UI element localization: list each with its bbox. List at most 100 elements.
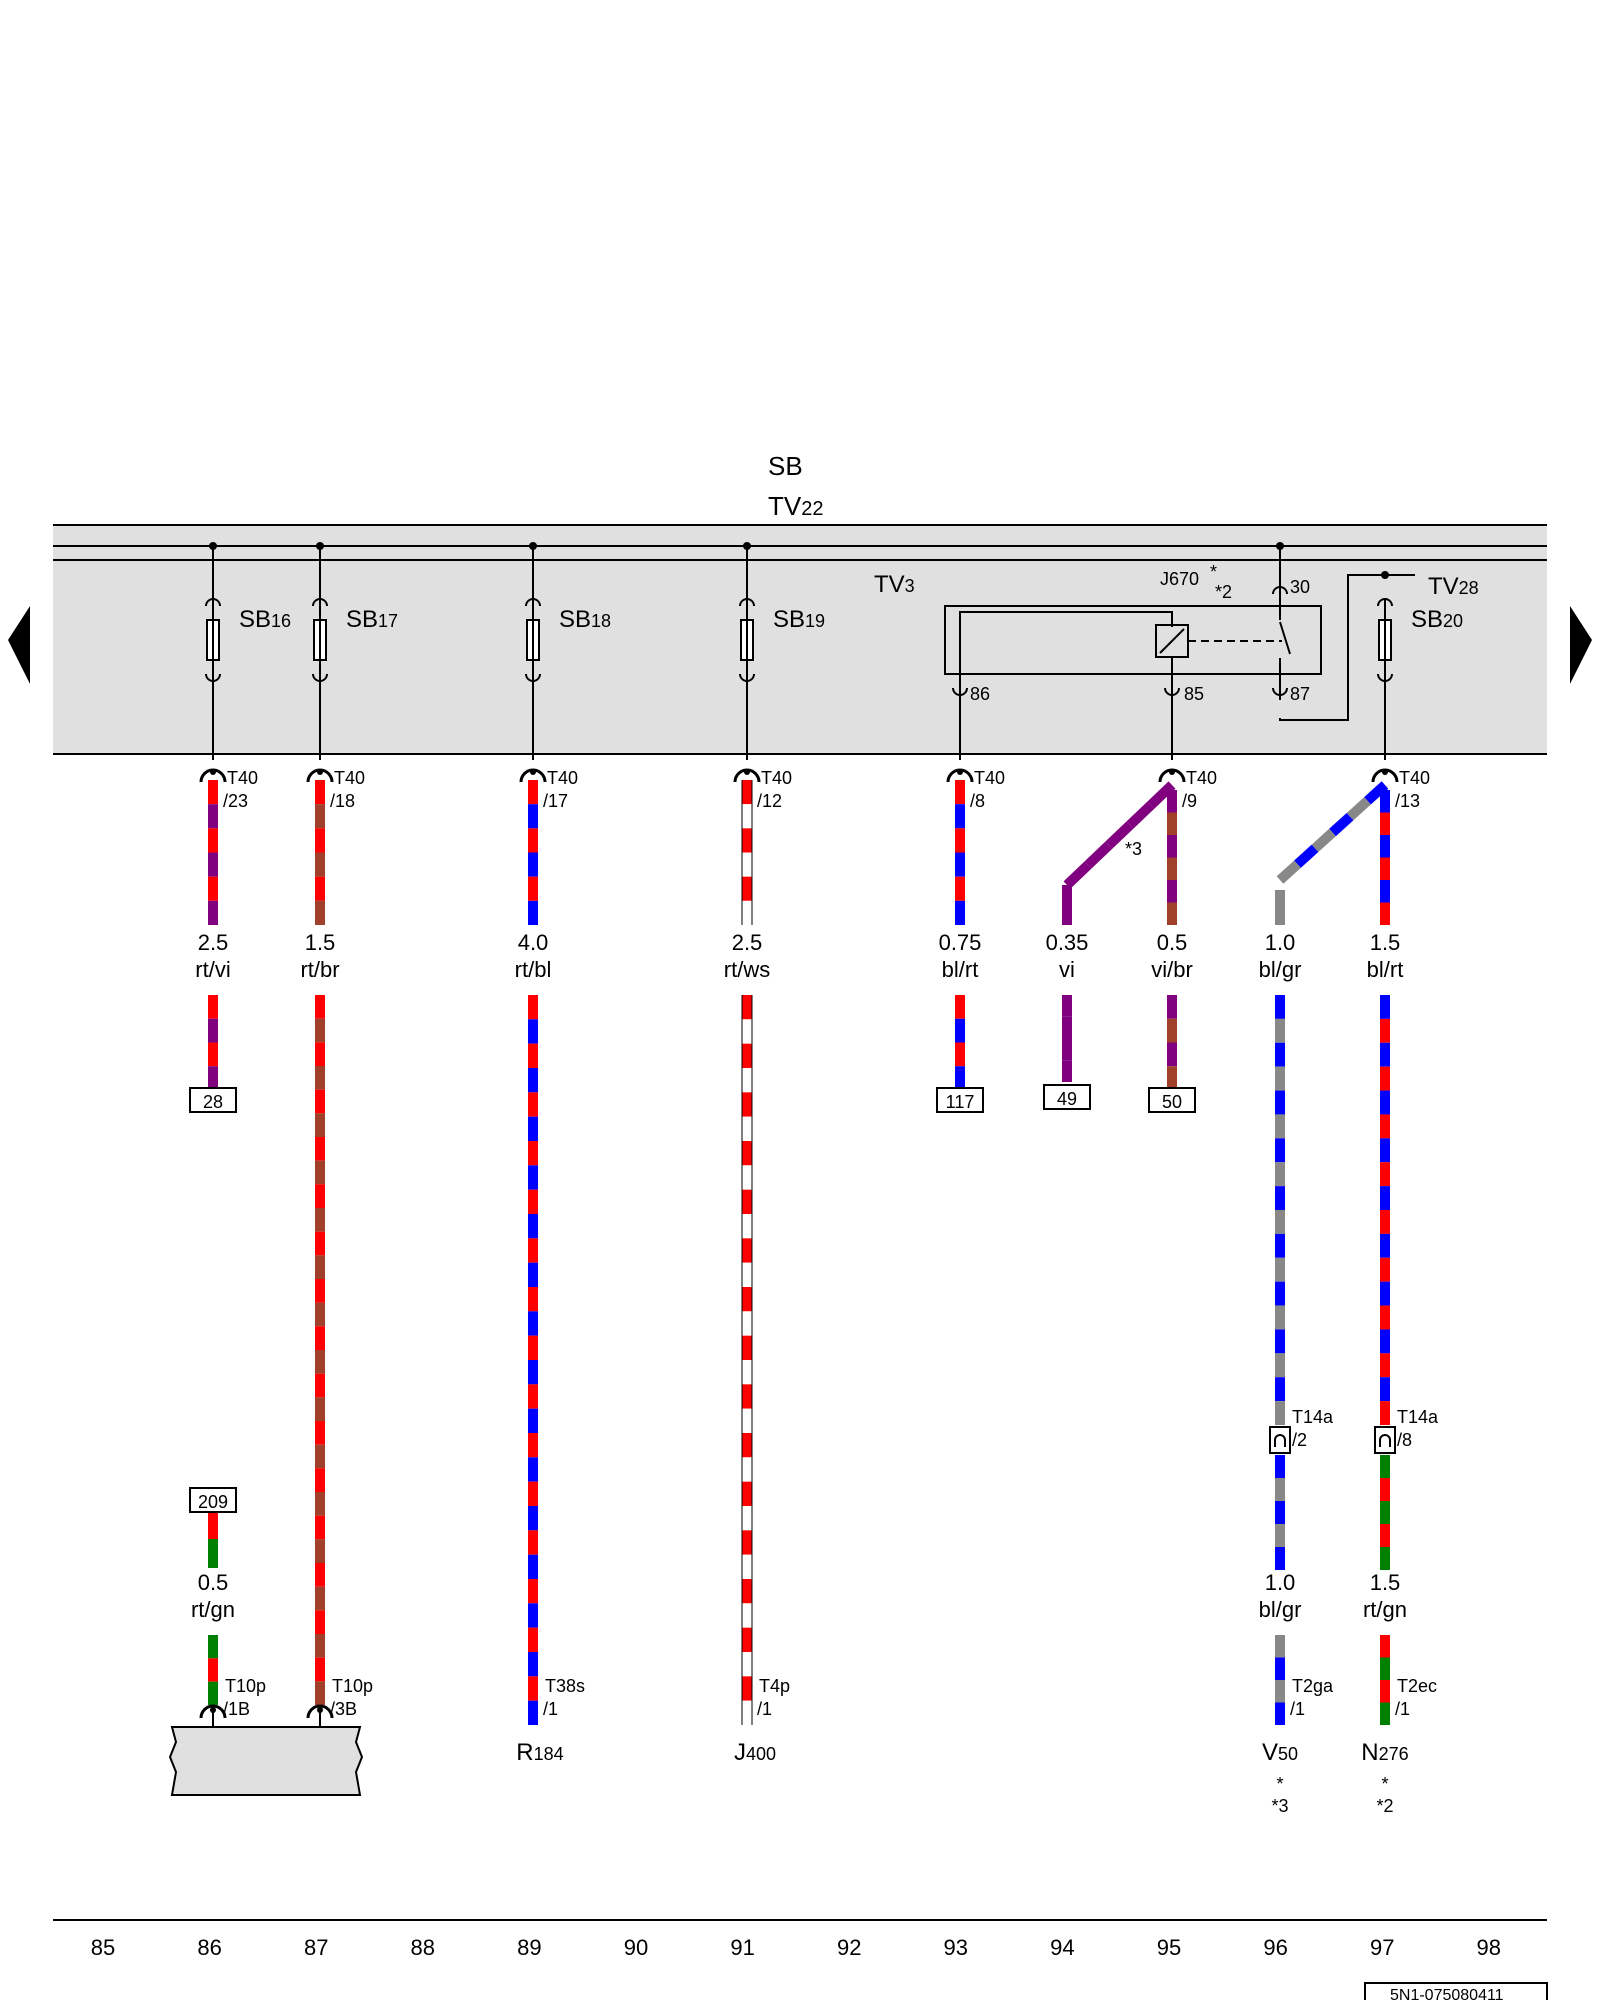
relay-j670: J670 * *2 30 86 85 87 — [944, 542, 1415, 721]
wire-segment — [1063, 861, 1092, 889]
wire-color: rt/gn — [1363, 1597, 1407, 1622]
axis-tick-label: 98 — [1477, 1935, 1501, 1960]
wire-size: 0.5 — [198, 1570, 229, 1595]
connector-pin-label: /13 — [1395, 791, 1420, 811]
connector-name: T40 — [227, 768, 258, 788]
reference-number: 209 — [198, 1492, 228, 1512]
bottom-connector-pin: /1 — [757, 1699, 772, 1719]
inline-connector-icon — [1269, 1426, 1291, 1454]
previous-page-arrow-icon[interactable] — [8, 606, 30, 684]
connector-name: T40 — [1399, 768, 1430, 788]
wire-size: 0.35 — [1046, 930, 1089, 955]
wire-size: 1.5 — [1370, 1570, 1401, 1595]
wire-labels-group: T40/23T40/18T40/17T40/12T40/8T40/9T40/13… — [189, 768, 1439, 1816]
note-star3: *3 — [1125, 839, 1142, 859]
connector-pin — [744, 769, 750, 775]
connector-pin-label: /18 — [330, 791, 355, 811]
axis-tick-label: 91 — [730, 1935, 754, 1960]
relay-inner-loop — [959, 611, 1173, 674]
connector-pin-label: /23 — [223, 791, 248, 811]
wire-segment — [1329, 812, 1354, 837]
connector-name: T40 — [1186, 768, 1217, 788]
wire-segment — [1126, 801, 1155, 829]
wire-run — [741, 780, 753, 925]
wire-run — [741, 995, 753, 1725]
component-label: V50 — [1262, 1739, 1298, 1766]
wire-size: 0.5 — [1157, 930, 1188, 955]
wire-color: vi — [1059, 957, 1075, 982]
relay-coil-diagonal — [1159, 628, 1185, 654]
wire-size: 2.5 — [198, 930, 229, 955]
axis-tick-label: 93 — [944, 1935, 968, 1960]
relay-output-to-tv28 — [1279, 574, 1385, 721]
reference-number: 50 — [1162, 1092, 1182, 1112]
bottom-connector-name: T10p — [332, 1676, 373, 1696]
wire-size: 1.5 — [305, 930, 336, 955]
fuse-sb19: SB19 — [739, 542, 825, 760]
reference-number: 28 — [203, 1092, 223, 1112]
inline-connector-pin: /8 — [1397, 1430, 1412, 1450]
bottom-connector-name: T2ga — [1292, 1676, 1334, 1696]
bus-node — [529, 542, 537, 550]
relay-switch-icon — [1279, 621, 1291, 655]
wires-group — [199, 768, 1399, 1725]
relay-pin30-label: 30 — [1290, 577, 1310, 597]
reference-box — [189, 1487, 237, 1513]
wire-segment — [1364, 781, 1389, 805]
terminal-icon — [952, 687, 968, 696]
axis-tick-label: 85 — [91, 1935, 115, 1960]
inline-connector-name: T14a — [1292, 1407, 1334, 1427]
terminal-icon — [1164, 687, 1180, 696]
tv28-label: TV28 — [1428, 573, 1479, 600]
plug-pin — [210, 1707, 216, 1713]
connector-pin — [1382, 769, 1388, 775]
wire-size: 1.0 — [1265, 1570, 1296, 1595]
connector-pin — [210, 769, 216, 775]
fuse-label: SB18 — [559, 606, 611, 633]
axis-tick-label: 97 — [1370, 1935, 1394, 1960]
wire-segment — [1311, 828, 1336, 853]
component-star: * — [1381, 1774, 1388, 1794]
inline-connector-name: T14a — [1397, 1407, 1439, 1427]
relay-box-outer — [944, 605, 1322, 675]
bus-label: SB — [768, 451, 803, 481]
wire-color: vi/br — [1151, 957, 1193, 982]
wire-segment — [1105, 821, 1134, 849]
wire-segment — [1147, 781, 1176, 809]
bus-node — [209, 542, 217, 550]
connector-symbol — [1274, 1434, 1286, 1447]
document-code-box — [1364, 1982, 1548, 2000]
fuse-label: SB19 — [773, 606, 825, 633]
bottom-connector-name: T38s — [545, 1676, 585, 1696]
connector-pin — [530, 769, 536, 775]
connector-pin — [957, 769, 963, 775]
wire-color: bl/rt — [942, 957, 979, 982]
wire-color: bl/rt — [1367, 957, 1404, 982]
wire-size: 4.0 — [518, 930, 549, 955]
axis-tick-label: 92 — [837, 1935, 861, 1960]
reference-number: 117 — [946, 1092, 975, 1112]
connector-name: T40 — [547, 768, 578, 788]
axis-tick-label: 87 — [304, 1935, 328, 1960]
axis-tick-label: 88 — [411, 1935, 435, 1960]
component-label: R184 — [516, 1739, 563, 1766]
connector-pin-label: /8 — [970, 791, 985, 811]
inline-connector-icon — [1374, 1426, 1396, 1454]
terminal-icon — [1377, 598, 1393, 607]
bottom-connector-name: T2ec — [1397, 1676, 1437, 1696]
component-note: *2 — [1376, 1796, 1393, 1816]
wire-diagonal-bl-gr — [1276, 781, 1389, 884]
connector-name: T40 — [974, 768, 1005, 788]
next-page-arrow-icon[interactable] — [1570, 606, 1592, 684]
axis-tick-label: 96 — [1263, 1935, 1287, 1960]
relay-pin85-label: 85 — [1184, 684, 1204, 704]
fuse-label: SB17 — [346, 606, 398, 633]
connector-pin — [1169, 769, 1175, 775]
bottom-connector-pin: /1 — [543, 1699, 558, 1719]
axis-tick-label: 95 — [1157, 1935, 1181, 1960]
wire-segment — [1084, 841, 1113, 869]
wire-color: rt/bl — [515, 957, 552, 982]
fuse-box-panel — [53, 525, 1547, 754]
